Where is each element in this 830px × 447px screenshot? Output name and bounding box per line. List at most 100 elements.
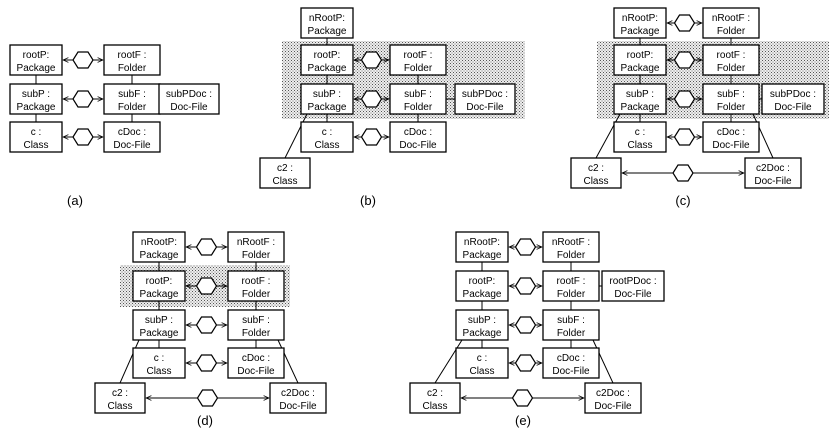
node-rootF: rootF :Folder (542, 270, 600, 302)
node-nRootP: nRootP: Package (132, 231, 186, 263)
node-type: Doc-File (712, 140, 750, 151)
node-name: nRootF : (237, 237, 275, 248)
link-subP-c2 (595, 113, 621, 159)
node-name: cDoc : (557, 353, 585, 364)
node-type: Folder (557, 250, 586, 261)
node-name: subPDoc : (462, 89, 508, 100)
node-type: Folder (242, 250, 271, 261)
node-type: Package (463, 250, 502, 261)
node-type: Class (469, 366, 494, 377)
link-subF-c2Doc (752, 113, 774, 159)
node-type: Folder (557, 328, 586, 339)
node-name: rootPDoc : (609, 276, 656, 287)
node-nRootF: nRootF :Folder (542, 231, 600, 263)
node-type: Doc-File (754, 176, 792, 187)
node-c2: c2 : Class (259, 157, 311, 189)
correspondence-hexagon (514, 238, 537, 256)
node-name: subF : (557, 315, 585, 326)
correspondence-hexagon (673, 128, 696, 146)
node-type: Class (107, 401, 132, 412)
node-name: c2Doc : (756, 163, 790, 174)
correspondence-hexagon (195, 238, 218, 256)
node-name: c : (635, 127, 646, 138)
node-name: rootP: (23, 50, 50, 61)
node-subF: subF :Folder (227, 309, 285, 341)
correspondence-hexagon (360, 51, 383, 69)
node-c2Doc: c2Doc :Doc-File (584, 382, 642, 414)
node-subF: subF :Folder (702, 83, 760, 115)
node-rootF: rootF : Folder (389, 44, 447, 76)
node-name: c2Doc : (596, 388, 630, 399)
node-name: subPDoc : (166, 89, 212, 100)
node-name: rootF : (404, 50, 433, 61)
node-name: c : (31, 127, 42, 138)
node-type: Doc-File (399, 140, 437, 151)
node-type: Package (463, 328, 502, 339)
node-name: nRootP: (309, 13, 345, 24)
node-type: Folder (404, 63, 433, 74)
node-name: rootP: (146, 276, 173, 287)
node-c2: c2 :Class (570, 157, 622, 189)
node-c: c :Class (300, 121, 354, 153)
node-name: rootP: (627, 50, 654, 61)
node-type: Folder (557, 289, 586, 300)
node-subPDoc: subPDoc :Doc-File (454, 83, 516, 115)
panel-label: (e) (515, 413, 531, 428)
node-type: Folder (118, 63, 147, 74)
node-type: Doc-File (279, 401, 317, 412)
correspondence-hexagon (196, 389, 219, 407)
link-subP-c2 (284, 113, 308, 159)
node-name: rootF : (242, 276, 271, 287)
node-name: subF : (717, 89, 745, 100)
node-c2Doc: c2Doc : Doc-File (744, 157, 802, 189)
node-name: nRootP: (141, 237, 177, 248)
node-name: subP : (626, 89, 654, 100)
node-type: Package (140, 250, 179, 261)
node-name: c2 : (277, 163, 293, 174)
node-type: Class (272, 176, 297, 187)
node-cDoc: cDoc :Doc-File (542, 347, 600, 379)
correspondence-hexagon (673, 51, 696, 69)
node-rootP: rootP: Package (9, 44, 63, 76)
node-name: nRootP: (464, 237, 500, 248)
node-cDoc: cDoc :Doc-File (103, 121, 161, 153)
node-type: Class (23, 140, 48, 151)
node-name: subF : (404, 89, 432, 100)
link-subF-c2Doc (277, 339, 299, 384)
node-c2: c2 :Class (94, 382, 146, 414)
node-rootPDoc: rootPDoc : Doc-File (601, 270, 665, 302)
correspondence-hexagon (514, 277, 537, 295)
node-name: c2 : (588, 163, 604, 174)
node-type: Package (308, 102, 347, 113)
node-name: cDoc : (242, 353, 270, 364)
correspondence-hexagon (72, 128, 94, 146)
correspondence-hexagon (195, 316, 218, 334)
node-name: rootF : (717, 50, 746, 61)
node-type: Package (140, 328, 179, 339)
node-name: c : (154, 353, 165, 364)
node-subP: subP :Package (9, 83, 63, 115)
correspondence-hexagon (511, 389, 534, 407)
node-name: c2Doc : (281, 388, 315, 399)
panel-label: (c) (675, 193, 690, 208)
correspondence-hexagon (72, 90, 94, 108)
node-name: rootP: (314, 50, 341, 61)
node-type: Package (17, 63, 56, 74)
node-type: Doc-File (614, 289, 652, 300)
node-name: cDoc : (404, 127, 432, 138)
correspondence-hexagon (672, 164, 694, 182)
node-type: Package (621, 102, 660, 113)
node-rootP: rootP:Package (132, 270, 186, 302)
node-cDoc: cDoc :Doc-File (702, 121, 760, 153)
node-nRootF: nRootF :Folder (702, 7, 760, 39)
node-rootF: rootF :Folder (103, 44, 161, 76)
node-name: subPDoc : (770, 89, 816, 100)
node-name: c : (322, 127, 333, 138)
node-rootF: rootF :Folder (702, 44, 760, 76)
panel-label: (a) (67, 193, 83, 208)
correspondence-hexagon (360, 90, 383, 108)
